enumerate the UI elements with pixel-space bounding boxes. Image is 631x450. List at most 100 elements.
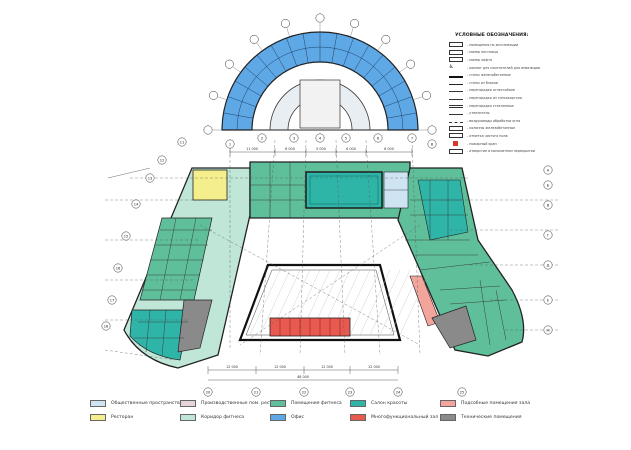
dimension-lines-bottom	[207, 366, 399, 381]
axis-bubble-top: 4	[315, 133, 325, 143]
office-axis-markers	[203, 13, 437, 135]
arc-axis-bubble	[419, 125, 437, 135]
courtyard-hall	[238, 263, 431, 342]
svg-text:7: 7	[411, 136, 413, 140]
zone-label: Многофункциональный зал	[371, 414, 439, 420]
office-wing-fill	[221, 31, 419, 131]
axis-bubble-top: 2	[257, 133, 267, 143]
legend-symbol-icon	[449, 121, 463, 123]
legend-row: - отверстие в монолитном перекрытии	[449, 147, 549, 155]
axis-bubble-top: 8	[427, 139, 437, 149]
legend-symbol-icon	[449, 57, 463, 63]
zone-swatch	[90, 399, 106, 407]
svg-text:14: 14	[134, 202, 139, 206]
svg-text:4: 4	[319, 136, 322, 140]
zone-legend-item: Салон красоты	[350, 398, 407, 408]
legend-row: - перегородки огнестойкие	[449, 87, 549, 95]
legend-row-label: - помещения по экспликации	[467, 42, 519, 47]
axis-bubble-bottom: 24	[393, 387, 403, 397]
axis-bubble-left: 18	[101, 321, 111, 331]
dim-bottom-4: 12 000	[368, 365, 380, 369]
dim-top-mid2: 5 000	[316, 147, 326, 151]
legend-symbol-icon	[449, 125, 463, 131]
legend-row-label: - стены железобетонные	[467, 73, 511, 78]
legend-row-label: - номер лестницы	[467, 50, 499, 55]
svg-text:6: 6	[377, 136, 380, 140]
legend-row: ♿- комнат для посетителей для инвалидов	[449, 64, 549, 72]
legend-symbol-icon	[449, 98, 463, 100]
zone-label: Общественные пространства	[111, 400, 183, 406]
zone-label: Помещения фитнеса	[291, 400, 342, 406]
axis-bubble-left: 15	[121, 231, 131, 241]
axis-bubble-left: 14	[131, 199, 141, 209]
svg-text:21: 21	[254, 390, 259, 394]
svg-text:5: 5	[345, 136, 347, 140]
dim-top-mid1: 6 000	[285, 147, 295, 151]
arc-axis-bubble	[414, 90, 431, 100]
axis-bubble-right: А	[543, 165, 553, 175]
svg-text:11: 11	[180, 140, 185, 144]
legend-row-label: - перегородки из гипсокартона	[467, 95, 522, 100]
dim-bottom-2: 12 000	[274, 365, 286, 369]
legend-row: - колонны железобетонные	[449, 125, 549, 133]
axis-bubble-left: 16	[113, 263, 123, 273]
axis-bubble-bottom: 21	[251, 387, 261, 397]
zone-legend-item: Помещения фитнеса	[270, 398, 342, 408]
zone-label: Салон красоты	[371, 400, 408, 406]
svg-text:13: 13	[148, 176, 153, 180]
zone-legend-item: Офис	[270, 412, 304, 422]
legend-row: - номер лестницы	[449, 49, 549, 57]
zone-label: Производственные пом. ресторана	[201, 400, 287, 406]
zone-legend-item: Производственные пом. ресторана	[180, 398, 286, 408]
legend-title: УСЛОВНЫЕ ОБОЗНАЧЕНИЯ:	[455, 33, 529, 38]
office-core-stair	[299, 79, 341, 129]
arc-axis-bubble	[209, 90, 226, 100]
legend-row: - помещения по экспликации	[449, 41, 549, 49]
swimming-pool	[305, 171, 383, 209]
axis-bubble-bottom: 25	[457, 387, 467, 397]
legend-row: - утеплитель	[449, 109, 549, 117]
office-wing	[221, 31, 419, 131]
zone-swatch	[350, 399, 366, 407]
zone-swatch	[270, 399, 286, 407]
axis-bubble-bottom: 22	[299, 387, 309, 397]
axis-markers-bottom: 20 21 22 23 24 25	[203, 387, 467, 397]
svg-text:23: 23	[348, 390, 353, 394]
tech-room-left	[177, 299, 213, 353]
legend-symbol-icon	[453, 141, 458, 147]
legend-row-label: - отверстие в монолитном перекрытии	[467, 149, 535, 154]
legend-row-label: - перегородки стеклянные	[467, 103, 514, 108]
dimension-lines-top	[229, 148, 413, 156]
legend-row-label: - отметка чистого пола	[467, 133, 508, 138]
svg-text:В: В	[547, 203, 550, 207]
arc-axis-bubble	[399, 59, 416, 72]
legend-symbol-icon	[449, 83, 463, 85]
axis-bubble-bottom: 20	[203, 387, 213, 397]
zone-label: Ресторан	[111, 414, 134, 420]
zone-legend-item: Подсобные помещения зала	[440, 398, 530, 408]
zone-legend-item: Технические помещения	[440, 412, 521, 422]
axis-bubble-left: 13	[145, 173, 155, 183]
svg-text:3: 3	[293, 136, 295, 140]
dim-bottom-total: 48 000	[297, 375, 309, 379]
svg-text:16: 16	[116, 266, 121, 270]
legend-symbol-icon	[449, 114, 463, 116]
salon-zone-right	[417, 179, 469, 241]
svg-text:Ж: Ж	[546, 328, 550, 332]
legend-row: - перегородки стеклянные	[449, 102, 549, 110]
zone-swatch	[440, 399, 456, 407]
arc-axis-bubble	[315, 13, 325, 31]
axis-bubble-top: 7	[407, 133, 417, 143]
dim-top-left: 11 000	[246, 147, 258, 151]
svg-text:8: 8	[431, 142, 434, 146]
legend-row-label: - стены из блоков	[467, 80, 498, 85]
legend-row-label: - номер лифта	[467, 57, 493, 62]
legend-row: - пожарный кран	[449, 140, 549, 148]
axis-bubble-top: 5	[341, 133, 351, 143]
dim-bottom-1: 12 000	[226, 365, 238, 369]
svg-text:15: 15	[124, 234, 129, 238]
